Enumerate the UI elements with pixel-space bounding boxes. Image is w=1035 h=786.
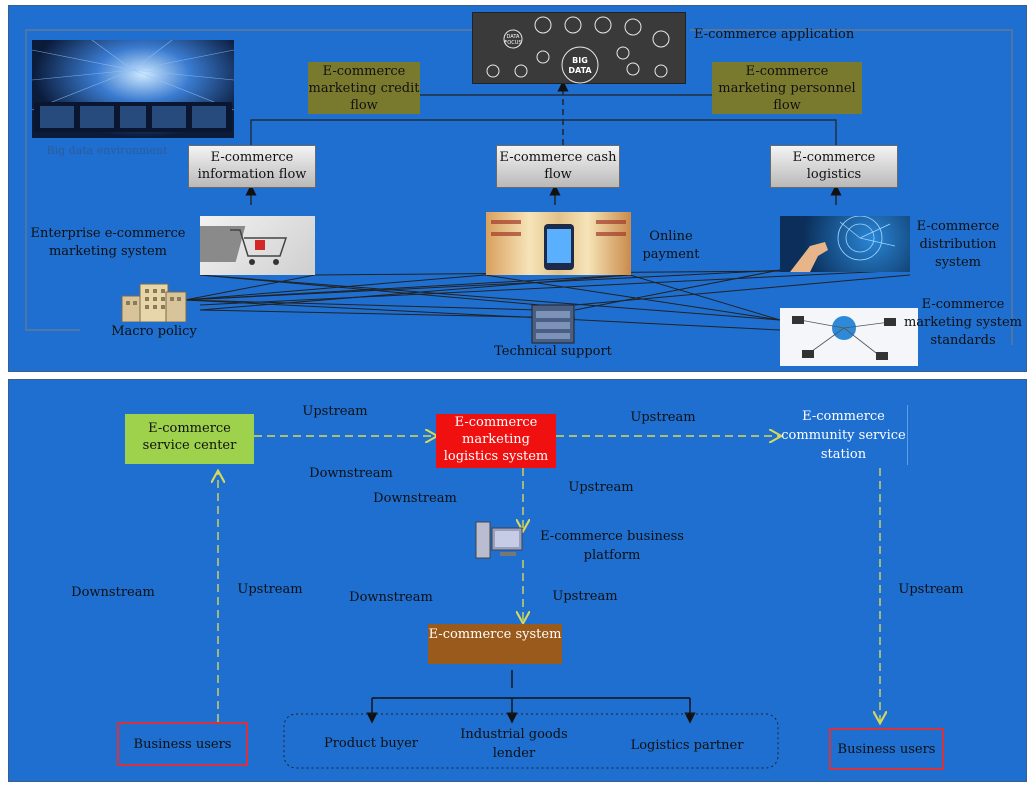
building-icon <box>118 280 188 323</box>
big-data-environment-label: Big data environment <box>46 144 168 157</box>
computer-icon <box>474 520 524 560</box>
business-platform-label: E-commerce business platform <box>540 529 684 563</box>
server-icon <box>530 303 576 345</box>
globe-network-icon <box>792 316 896 360</box>
server-rack-icon <box>31 39 235 132</box>
macro-policy-label: Macro policy <box>111 324 197 339</box>
downstream-label-1: Downstream <box>309 466 393 481</box>
big-data-environment-image <box>31 39 235 138</box>
business-users-right-box: Business users <box>829 728 944 770</box>
online-payment-label: Online payment <box>642 229 700 262</box>
svg-text:DATA: DATA <box>507 34 520 40</box>
product-buyer-label: Product buyer <box>323 736 419 751</box>
goods-lender-label: Industrial goods lender <box>460 727 568 761</box>
logistics-partner-label: Logistics partner <box>630 738 744 753</box>
online-payment-image <box>486 212 631 275</box>
upstream-label-2: Upstream <box>630 410 696 425</box>
svg-text:BIG: BIG <box>572 56 588 65</box>
business-users-left-box: Business users <box>117 722 248 766</box>
ecommerce-system-box: E-commerce system <box>428 624 562 664</box>
downstream-label-2: Downstream <box>373 491 457 506</box>
logistics-box: E-commerce logistics <box>770 145 898 188</box>
shopping-cart-icon <box>187 226 288 265</box>
credit-flow-box: E-commerce marketing credit flow <box>308 62 420 114</box>
downstream-label-4: Downstream <box>349 590 433 605</box>
enterprise-system-label: Enterprise e-commerce marketing system <box>30 226 186 259</box>
touch-network-icon <box>790 215 896 272</box>
personnel-flow-box: E-commerce marketing personnel flow <box>712 62 862 114</box>
distribution-system-label: E-commerce distribution system <box>916 219 1000 270</box>
cash-flow-box: E-commerce cash flow <box>496 145 620 188</box>
upstream-label-4: Upstream <box>237 582 303 597</box>
information-flow-box: E-commerce information flow <box>188 145 316 188</box>
network-globe-image <box>780 308 918 366</box>
community-station-box: E-commerce community service station <box>780 405 908 465</box>
distribution-system-image <box>780 215 910 272</box>
business-users-right-label: Business users <box>837 741 936 757</box>
app-label: E-commerce application <box>694 27 855 42</box>
standards-label: E-commerce marketing system standards <box>903 297 1022 348</box>
service-center-box: E-commerce service center <box>125 414 254 464</box>
big-data-image: BIG DATA DATA FOCUS <box>472 12 686 84</box>
upstream-label-3: Upstream <box>568 480 634 495</box>
technical-support-label: Technical support <box>494 344 612 359</box>
upstream-label-6: Upstream <box>898 582 964 597</box>
business-users-left-label: Business users <box>133 736 232 752</box>
shopping-cart-image <box>187 216 315 275</box>
downstream-label-3: Downstream <box>71 585 155 600</box>
svg-text:FOCUS: FOCUS <box>504 40 521 46</box>
phone-store-icon <box>491 220 626 270</box>
svg-text:DATA: DATA <box>568 66 592 75</box>
upstream-label-1: Upstream <box>302 404 368 419</box>
upstream-label-5: Upstream <box>552 589 618 604</box>
logistics-system-box: E-commerce marketing logistics system <box>436 414 556 468</box>
